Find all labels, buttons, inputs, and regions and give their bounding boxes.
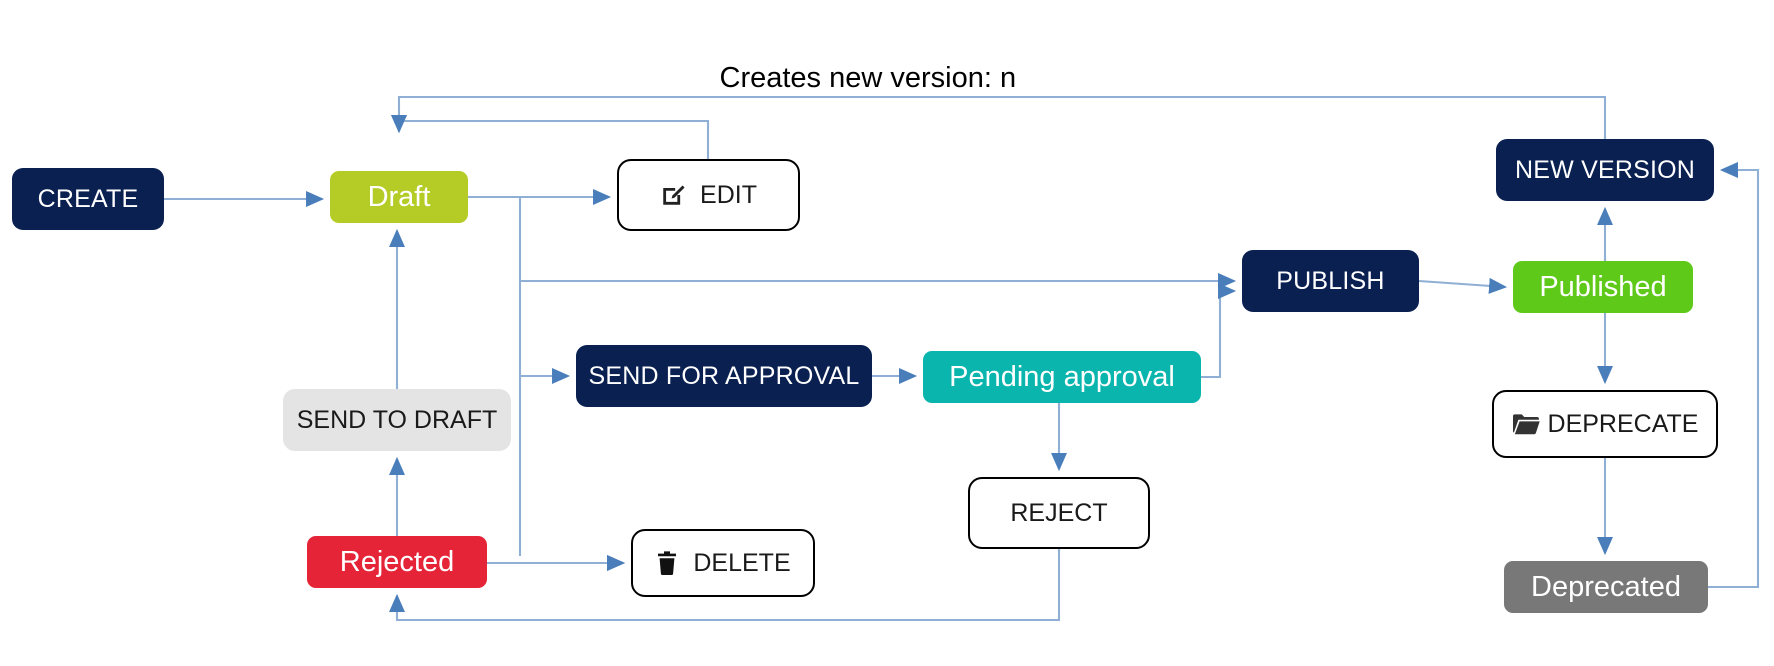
node-deprecate[interactable]: DEPRECATE [1492, 390, 1718, 458]
node-edit[interactable]: EDIT [617, 159, 800, 231]
edit-icon [660, 182, 686, 208]
node-publish[interactable]: PUBLISH [1242, 250, 1419, 312]
node-publish-label: PUBLISH [1276, 266, 1385, 295]
edge-new-version-to-draft [391, 95, 1607, 139]
node-create-label: CREATE [37, 184, 139, 213]
trash-icon [655, 550, 679, 576]
node-delete-label: DELETE [693, 548, 791, 577]
node-new-version-label: NEW VERSION [1515, 155, 1695, 184]
node-send-for-approval[interactable]: SEND FOR APPROVAL [576, 345, 872, 407]
node-pending-approval-label: Pending approval [949, 360, 1175, 393]
folder-icon [1512, 413, 1540, 435]
node-send-to-draft-label: SEND TO DRAFT [296, 405, 498, 434]
node-rejected[interactable]: Rejected [307, 536, 487, 588]
edge-deprecated-to-new-version [1708, 162, 1760, 589]
node-create[interactable]: CREATE [12, 168, 164, 230]
node-pending-approval[interactable]: Pending approval [923, 351, 1201, 403]
node-published-label: Published [1539, 270, 1667, 303]
edge-edit-to-draft [391, 115, 710, 159]
node-rejected-label: Rejected [339, 545, 455, 578]
node-draft-label: Draft [367, 180, 431, 213]
node-deprecated[interactable]: Deprecated [1504, 561, 1708, 613]
diagram-title: Creates new version: n [719, 62, 1017, 94]
node-send-to-draft[interactable]: SEND TO DRAFT [283, 389, 511, 451]
node-draft[interactable]: Draft [330, 171, 468, 223]
node-send-for-approval-label: SEND FOR APPROVAL [588, 361, 860, 390]
node-reject[interactable]: REJECT [968, 477, 1150, 549]
node-new-version[interactable]: NEW VERSION [1496, 139, 1714, 201]
node-published[interactable]: Published [1513, 261, 1693, 313]
edge-publish-to-published [1418, 277, 1508, 294]
node-deprecated-label: Deprecated [1531, 570, 1681, 603]
edge-pending-to-publish [1201, 283, 1237, 379]
node-delete[interactable]: DELETE [631, 529, 815, 597]
node-reject-label: REJECT [1010, 498, 1108, 527]
node-deprecate-label: DEPRECATE [1547, 409, 1699, 438]
edge-reject-to-rejected [389, 549, 1061, 622]
node-edit-label: EDIT [700, 180, 757, 209]
